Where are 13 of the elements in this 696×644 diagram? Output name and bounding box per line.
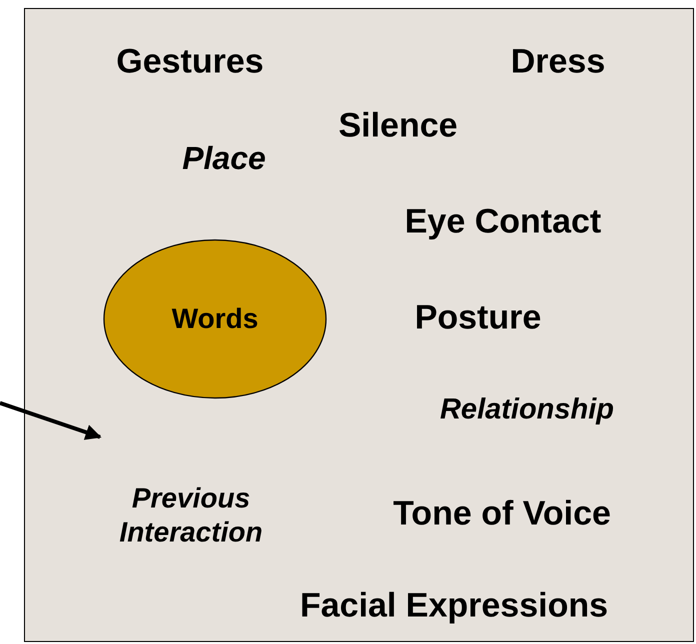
label: Silence [338, 106, 458, 146]
ellipse-label: Words [172, 303, 258, 335]
panel-background [24, 8, 694, 642]
label: Gestures [116, 42, 264, 82]
label: Tone of Voice [393, 494, 611, 534]
label: Relationship [440, 392, 614, 428]
label: Eye Contact [404, 202, 602, 242]
label: Place [182, 138, 266, 178]
label: Dress [510, 42, 606, 82]
ellipse [103, 239, 327, 399]
label: Previous Interaction [118, 481, 264, 549]
label: Posture [414, 298, 542, 338]
label: Facial Expressions [300, 586, 608, 626]
